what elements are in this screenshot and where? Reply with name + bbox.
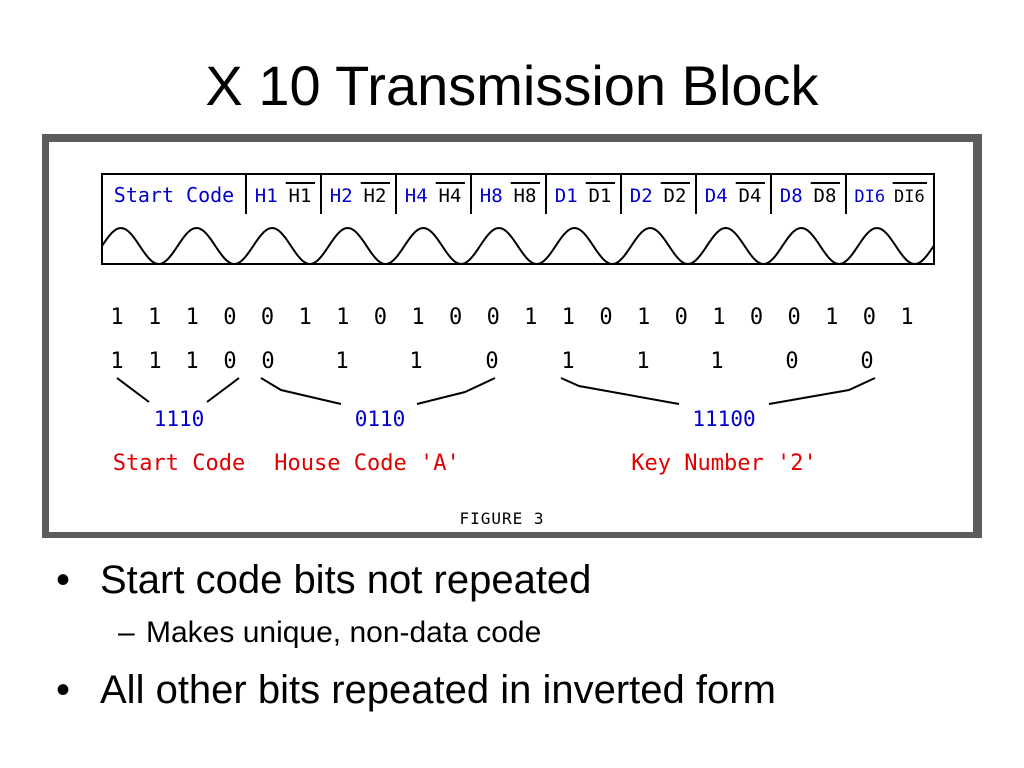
header-label: H2: [330, 185, 353, 207]
header-cell-h1: H1 H1: [245, 174, 315, 214]
header-label: D2: [630, 185, 653, 207]
bullet-text: All other bits repeated in inverted form: [100, 668, 776, 712]
stream-bit: 0: [487, 305, 500, 330]
slide-title: X 10 Transmission Block: [205, 54, 819, 117]
house-code-value: 0110: [355, 407, 406, 431]
transmission-diagram: Start Code H1 H1 H2 H2 H4 H4 H8 H8 D1 D1 D2 D2 D4 D4 D8…: [101, 173, 935, 528]
key-bracket-left: [560, 377, 680, 405]
header-cell-d8: D8 D8: [770, 174, 840, 214]
header-label: H1: [255, 185, 278, 207]
stream-bit: 1: [186, 305, 199, 330]
figure-frame: Start Code H1 H1 H2 H2 H4 H4 H8 H8 D1 D1 D2 D2 D4 D4 D8…: [42, 134, 982, 538]
figure-panel: Start Code H1 H1 H2 H2 H4 H4 H8 H8 D1 D1 D2 D2 D4 D4 D8…: [49, 142, 973, 532]
bullet-dot: •: [56, 558, 71, 602]
bullet-dot: •: [56, 668, 71, 712]
bullet-list: • Start code bits not repeated – Makes u…: [56, 560, 996, 720]
house-bracket-left: [260, 377, 342, 405]
header-cell-d4: D4 D4: [695, 174, 765, 214]
house-code-label: House Code 'A': [274, 451, 459, 476]
stream-bit: 0: [374, 305, 387, 330]
key-bit: 0: [785, 349, 798, 374]
stream-bit: 0: [599, 305, 612, 330]
start-bit: 1: [110, 349, 123, 374]
stream-bit: 0: [863, 305, 876, 330]
header-label: DI6: [854, 187, 885, 207]
header-label: Start Code: [114, 183, 234, 207]
start-bracket-right: [206, 377, 240, 403]
sub-bullet-dash: –: [118, 616, 135, 649]
start-bit: 1: [148, 349, 161, 374]
bracket-lines: [116, 377, 876, 405]
stream-bit: 1: [148, 305, 161, 330]
start-code-value: 1110: [154, 407, 205, 431]
key-bit: 1: [561, 349, 574, 374]
house-bit: 0: [485, 349, 498, 374]
stream-bit: 1: [825, 305, 838, 330]
header-inverted-label: H8: [514, 185, 537, 207]
key-bit: 1: [710, 349, 723, 374]
house-bit: 0: [261, 349, 274, 374]
sub-bullet-item: – Makes unique, non-data code: [56, 618, 996, 670]
key-bracket-right: [768, 377, 876, 405]
header-inverted-label: H4: [439, 185, 462, 207]
header-inverted-label: H1: [289, 185, 312, 207]
header-inverted-label: D2: [664, 185, 687, 207]
start-code-label: Start Code: [113, 451, 245, 476]
sub-bullet-text: Makes unique, non-data code: [146, 616, 542, 649]
stream-bit: 1: [524, 305, 537, 330]
stream-bit: 0: [750, 305, 763, 330]
stream-bit: 1: [336, 305, 349, 330]
start-bracket-left: [116, 377, 150, 403]
house-bit: 1: [409, 349, 422, 374]
stream-bit: 0: [788, 305, 801, 330]
stream-bit: 1: [900, 305, 913, 330]
key-bit: 1: [636, 349, 649, 374]
stream-bit: 0: [449, 305, 462, 330]
header-inverted-label: D4: [739, 185, 762, 207]
header-cell-d1: D1 D1: [545, 174, 615, 214]
stream-bit: 0: [261, 305, 274, 330]
header-label: H4: [405, 185, 428, 207]
house-bracket-right: [416, 377, 496, 405]
header-inverted-label: D1: [589, 185, 612, 207]
start-bit: 0: [223, 349, 236, 374]
bullet-text: Start code bits not repeated: [100, 558, 592, 602]
carrier-waveform: [101, 226, 935, 266]
bullet-item: • Start code bits not repeated: [56, 560, 996, 618]
stream-bit: 0: [675, 305, 688, 330]
stream-bit: 1: [411, 305, 424, 330]
header-cell-h8: H8 H8: [470, 174, 540, 214]
key-number-value: 11100: [692, 407, 755, 431]
stream-bit: 1: [637, 305, 650, 330]
header-label: D8: [780, 185, 803, 207]
stream-bit: 1: [110, 305, 123, 330]
header-label: H8: [480, 185, 503, 207]
stream-bit: 1: [562, 305, 575, 330]
house-bit: 1: [335, 349, 348, 374]
header-table: [101, 173, 935, 265]
header-cell-h4: H4 H4: [395, 174, 465, 214]
figure-caption: FIGURE 3: [459, 509, 544, 528]
header-cell-d2: D2 D2: [620, 174, 690, 214]
header-label: D1: [555, 185, 578, 207]
stream-bit: 1: [712, 305, 725, 330]
start-bit: 1: [185, 349, 198, 374]
stream-bit: 0: [223, 305, 236, 330]
header-inverted-label: DI6: [894, 187, 925, 207]
header-cell-d16: DI6 DI6: [845, 174, 927, 214]
key-bit: 0: [860, 349, 873, 374]
header-cell-start: Start Code: [114, 183, 234, 207]
header-inverted-label: D8: [814, 185, 837, 207]
header-inverted-label: H2: [364, 185, 387, 207]
header-label: D4: [705, 185, 728, 207]
header-cell-h2: H2 H2: [320, 174, 390, 214]
bullet-item: • All other bits repeated in inverted fo…: [56, 670, 996, 720]
key-number-label: Key Number '2': [631, 451, 816, 476]
stream-bit: 1: [298, 305, 311, 330]
